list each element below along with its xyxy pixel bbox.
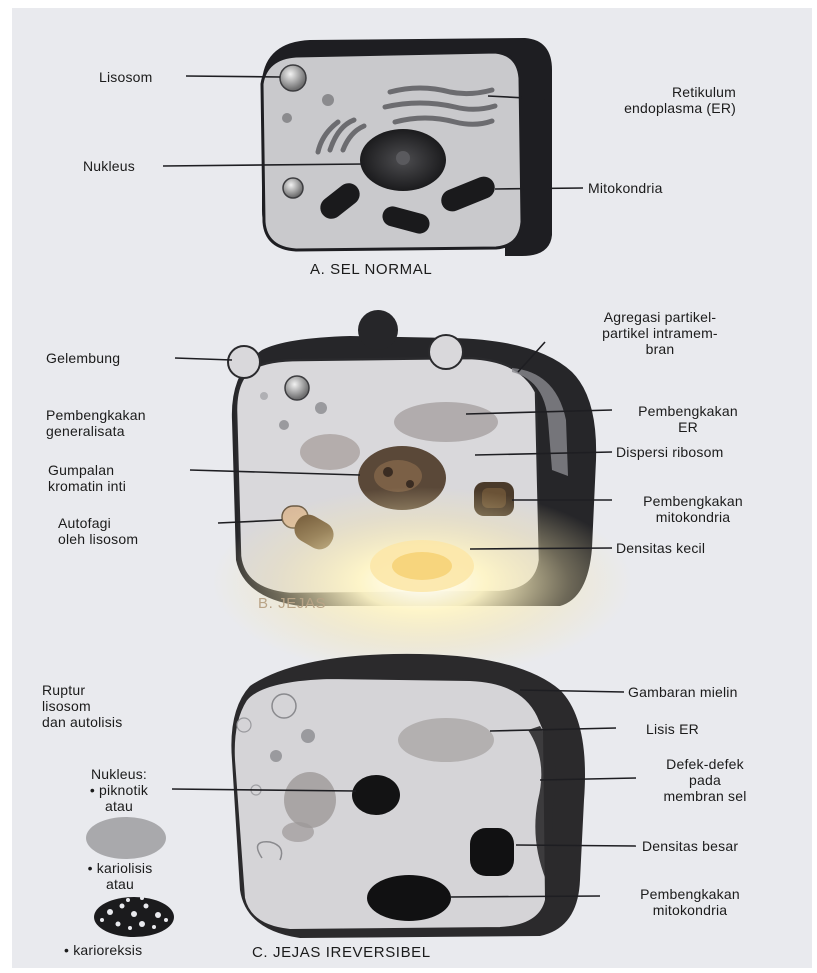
label-rupture-line2: lisosom <box>42 698 122 714</box>
label-er-swelling: Pembengkakan ER <box>608 403 768 435</box>
label-large-density: Densitas besar <box>642 838 738 854</box>
swollen-mitochondrion-large <box>367 875 451 921</box>
karyolysis-nucleus <box>86 817 166 859</box>
label-membrane-defects: Defek-defek pada membran sel <box>640 756 770 804</box>
label-mito-swelling-c-line1: Pembengkakan <box>600 886 780 902</box>
label-clumped-chromatin-line2: kromatin inti <box>48 478 126 494</box>
label-pyknotic: • piknotik <box>60 782 178 798</box>
large-density <box>470 828 514 876</box>
caption-panel-c: C. JEJAS IREVERSIBEL <box>252 945 431 961</box>
label-autophagy-line2: oleh lisosom <box>58 531 138 547</box>
label-aggregation-line1: Agregasi partikel- <box>545 309 775 325</box>
label-clumped-chromatin: Gumpalan kromatin inti <box>48 462 126 494</box>
label-er-swelling-line2: ER <box>608 419 768 435</box>
label-small-density: Densitas kecil <box>616 540 705 556</box>
label-aggregation-line2: partikel intramem- <box>545 325 775 341</box>
label-mito-swelling-c-line2: mitokondria <box>600 902 780 918</box>
label-myelin: Gambaran mielin <box>628 684 738 700</box>
label-membrane-aggregation: Agregasi partikel- partikel intramem- br… <box>545 309 775 357</box>
label-rupture-line1: Ruptur <box>42 682 122 698</box>
lysed-er <box>398 718 494 762</box>
caption-panel-b: B. JEJAS <box>258 596 326 612</box>
label-nucleus-title: Nukleus: <box>60 766 178 782</box>
swollen-er <box>394 402 498 442</box>
label-lysosome: Lisosom <box>99 69 153 85</box>
label-autophagy: Autofagi oleh lisosom <box>58 515 138 547</box>
irreversible-injury-cell <box>231 654 585 938</box>
label-er-swelling-line1: Pembengkakan <box>608 403 768 419</box>
label-er-line1: Retikulum <box>546 84 736 100</box>
label-membrane-defects-line1: Defek-defek <box>640 756 770 772</box>
label-er-lysis: Lisis ER <box>646 721 699 737</box>
label-nucleus: Nukleus <box>83 158 135 174</box>
bleb <box>228 346 260 378</box>
label-karyolysis: • kariolisis atau <box>64 860 176 892</box>
normal-cell <box>262 38 552 256</box>
label-mito-swelling-c: Pembengkakan mitokondria <box>600 886 780 918</box>
label-mito-swelling-b-line2: mitokondria <box>608 509 778 525</box>
label-mitochondria: Mitokondria <box>588 180 663 196</box>
label-karyolysis-line1: • kariolisis <box>64 860 176 876</box>
lysosome <box>280 65 306 91</box>
label-generalized-swelling-line2: generalisata <box>46 423 146 439</box>
caption-panel-a: A. SEL NORMAL <box>310 262 432 278</box>
label-nucleus-states: Nukleus: • piknotik atau <box>60 766 178 814</box>
label-membrane-defects-line2: pada <box>640 772 770 788</box>
label-ribosome-dispersion: Dispersi ribosom <box>616 444 723 460</box>
label-bleb: Gelembung <box>46 350 120 366</box>
pyknotic-nucleus <box>352 775 400 815</box>
label-er: Retikulum endoplasma (ER) <box>546 84 736 116</box>
label-rupture-line3: dan autolisis <box>42 714 122 730</box>
label-pyknotic-or: atau <box>60 798 178 814</box>
label-clumped-chromatin-line1: Gumpalan <box>48 462 126 478</box>
label-aggregation-line3: bran <box>545 341 775 357</box>
label-membrane-defects-line3: membran sel <box>640 788 770 804</box>
label-mito-swelling-b-line1: Pembengkakan <box>608 493 778 509</box>
label-karyorrhexis: • karioreksis <box>64 942 142 958</box>
label-er-line2: endoplasma (ER) <box>546 100 736 116</box>
label-lysosome-rupture: Ruptur lisosom dan autolisis <box>42 682 122 730</box>
label-autophagy-line1: Autofagi <box>58 515 138 531</box>
label-karyolysis-or: atau <box>64 876 176 892</box>
label-generalized-swelling-line1: Pembengkakan <box>46 407 146 423</box>
label-mito-swelling-b: Pembengkakan mitokondria <box>608 493 778 525</box>
label-generalized-swelling: Pembengkakan generalisata <box>46 407 146 439</box>
